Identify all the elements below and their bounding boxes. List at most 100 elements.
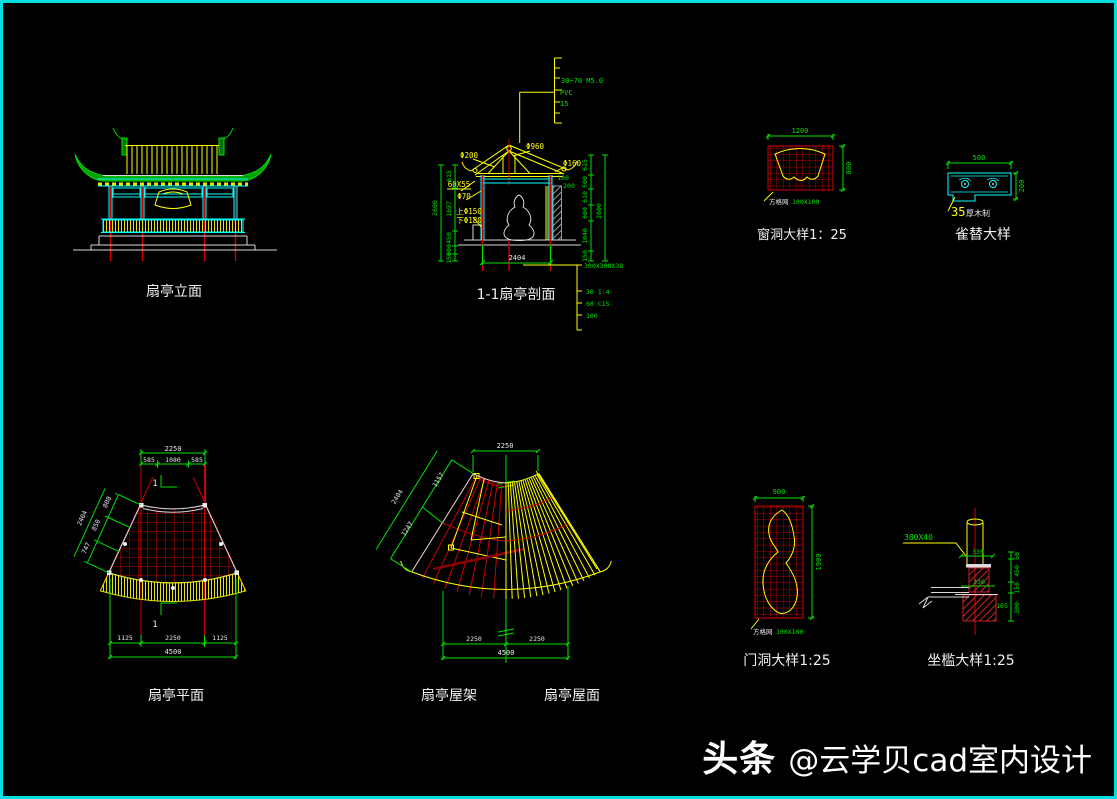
section-dims-left: 615 1697 450 500 150 2600 — [431, 164, 458, 264]
sill-330b: 330 — [973, 578, 985, 586]
section-dims-right: 615 500 610 600 1040 150 2600 — [581, 154, 608, 262]
elevation-railing — [101, 218, 245, 233]
bracket-dim-h: 200 — [1018, 180, 1026, 193]
section-spec-ruler: 30~70 M5.0 PVC 15 — [519, 57, 603, 143]
roof-diag-total: 2404 — [390, 488, 405, 506]
elevation-platform — [73, 235, 277, 251]
roof-view: 2250 1157 1247 2404 2250 2250 4500 扇亭屋架 … — [375, 442, 612, 704]
plan-bottom-2250: 2250 — [165, 634, 181, 642]
elevation-fan-ornament — [154, 188, 192, 209]
sill-cap-plate — [966, 564, 991, 568]
dim-right-1040: 1040 — [581, 228, 589, 244]
roof-frame-struts — [448, 473, 507, 561]
dim-left-615: 615 — [445, 170, 453, 182]
cad-drawing: 扇亭立面 30~70 M5.0 PVC 15 Φ200 — [73, 57, 1026, 704]
window-detail-view: 1200 800 方格网 100X100 窗洞大样1：25 — [757, 127, 853, 243]
bracket-detail-view: 500 200 35 厚木制 雀替大样 — [945, 154, 1026, 243]
bracket-pin-left — [964, 183, 966, 185]
section-dim-bottom: 2404 — [479, 245, 554, 266]
section-spec-line3: 15 — [560, 100, 568, 108]
elevation-tiles — [125, 145, 219, 174]
roof-surface-title: 扇亭屋面 — [544, 687, 600, 704]
sill-lower-block — [962, 594, 997, 622]
sill-detail-view: 380X40 330 330 105 50 450 150 300 坐槛大样1:… — [903, 508, 1021, 669]
plan-diag-total: 2404 — [75, 509, 89, 527]
ann-phi70: Φ70 — [457, 192, 471, 201]
ann-100: 100 — [557, 174, 569, 182]
plan-fan-grid — [108, 504, 238, 584]
roof-hip-member — [432, 547, 525, 571]
note-3: 60 C15 — [586, 300, 610, 308]
plan-dims-bottom: 1125 2250 1125 4500 — [107, 578, 239, 660]
sill-50: 50 — [1013, 552, 1021, 560]
plan-mark-bottom: 1 — [152, 620, 157, 630]
window-dim-h: 800 — [845, 162, 853, 175]
sill-330a: 330 — [972, 548, 984, 556]
section-view: 30~70 M5.0 PVC 15 Φ200 Φ960 Φ160 60X55 — [431, 57, 623, 331]
roof-outline — [400, 470, 612, 590]
plan-mark-top: 1 — [152, 479, 157, 489]
plan-top-1080: 1080 — [165, 456, 181, 464]
section-spec-line2: PVC — [560, 89, 573, 97]
dim-left-500: 500 — [445, 244, 453, 256]
elevation-hanging-panels — [112, 187, 234, 198]
plan-top-585a: 585 — [143, 456, 155, 464]
bracket-title: 雀替大样 — [955, 227, 1011, 243]
roof-dims-bottom: 2250 2250 4500 — [440, 586, 571, 661]
note-1: 300X300X38 — [584, 262, 623, 270]
section-gourd-opening — [503, 194, 535, 241]
bracket-shape — [947, 172, 1012, 202]
door-title: 门洞大样1:25 — [743, 653, 830, 669]
dim-left-total: 2600 — [431, 200, 439, 216]
window-dims — [765, 133, 846, 193]
ann-200: 200 — [563, 182, 575, 190]
note-4: 100 — [586, 312, 598, 320]
bracket-note-num: 35 — [951, 205, 965, 219]
plan-diag-850: 850 — [90, 518, 102, 532]
roof-bottom-total: 4500 — [498, 649, 515, 657]
sill-note: 380X40 — [904, 533, 933, 542]
section-spec-line1: 30~70 M5.0 — [561, 77, 603, 85]
plan-title: 扇亭平面 — [148, 687, 204, 704]
sill-dims-vertical: 50 450 150 300 — [1008, 551, 1021, 622]
ann-phi160: Φ160 — [563, 159, 582, 168]
door-gourd-outline — [762, 509, 798, 614]
sill-450: 450 — [1013, 565, 1021, 577]
window-grid-size: 100X100 — [792, 198, 819, 206]
elevation-columns — [108, 186, 238, 220]
dim-left-1697: 1697 — [445, 201, 453, 217]
dim-right-total: 2600 — [595, 203, 603, 219]
sill-title: 坐槛大样1:25 — [927, 653, 1014, 669]
door-grid — [754, 505, 804, 619]
plan-top-total: 2250 — [165, 445, 182, 453]
dim-2404: 2404 — [509, 254, 526, 262]
sill-column — [966, 518, 984, 564]
door-dim-h: 1900 — [815, 554, 823, 571]
door-grid-label: 方格网 — [753, 627, 773, 636]
watermark: 头条 @云学贝cad室内设计 — [702, 730, 1092, 782]
door-dims — [752, 495, 815, 621]
dim-right-615: 615 — [581, 159, 589, 171]
sill-150: 150 — [1013, 582, 1021, 594]
dim-left-450: 450 — [445, 232, 453, 244]
sill-105: 105 — [996, 602, 1008, 610]
plan-bottom-total: 4500 — [165, 648, 182, 656]
section-annotations: Φ200 Φ960 Φ160 60X55 Φ70 上Φ150 下Φ180 100… — [447, 142, 582, 228]
ann-phi200: Φ200 — [460, 151, 479, 160]
dim-right-610: 610 — [581, 191, 589, 203]
ann-phi150: 上Φ150 — [456, 207, 482, 216]
elevation-roof-eave — [74, 153, 272, 182]
dim-left-150: 150 — [445, 252, 453, 264]
sill-dims-horizontal: 330 330 105 — [958, 548, 1008, 610]
dim-right-600: 600 — [581, 207, 589, 219]
ann-60x55: 60X55 — [448, 180, 471, 189]
plan-diag-747: 747 — [80, 541, 92, 555]
plan-diag-808: 808 — [101, 495, 113, 509]
ann-phi180: 下Φ180 — [456, 216, 482, 225]
ann-phi960: Φ960 — [526, 142, 545, 151]
note-2: 30 1:4 — [586, 288, 610, 296]
plan-fan-inner-arc — [142, 508, 204, 513]
plan-top-585b: 585 — [191, 456, 203, 464]
window-grid-label: 方格网 — [769, 197, 789, 206]
plan-section-marks: 1 1 — [152, 475, 177, 630]
